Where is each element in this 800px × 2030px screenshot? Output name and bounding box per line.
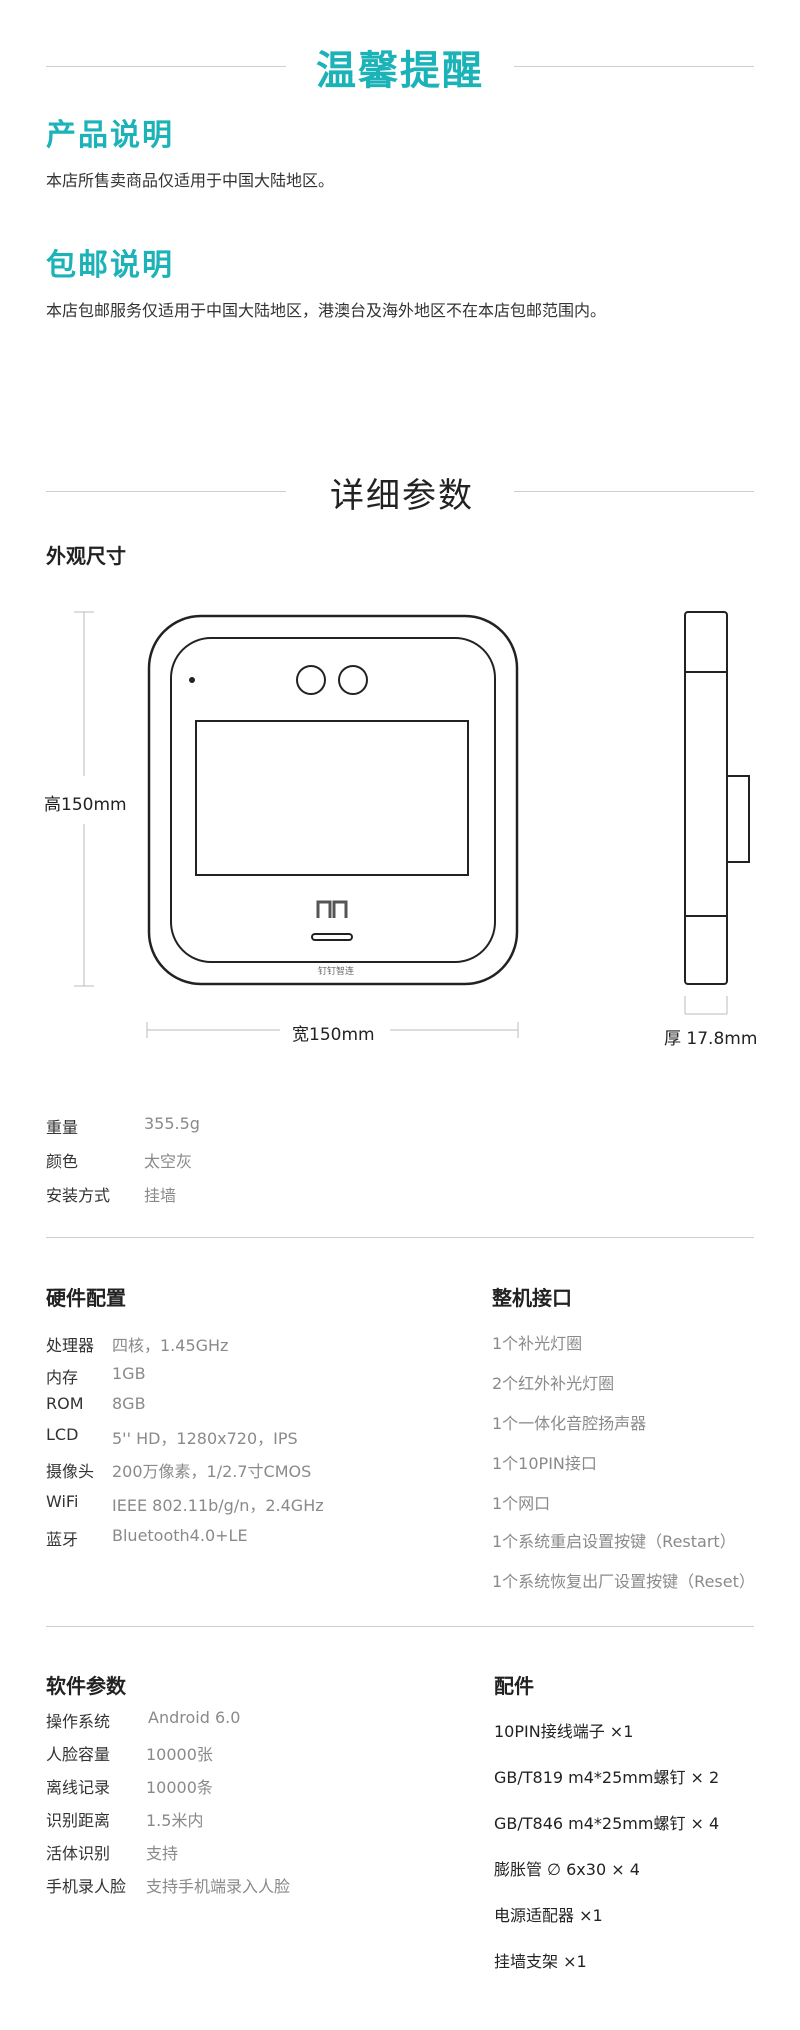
list-item: 10PIN接线端子 ×1 bbox=[494, 1722, 634, 1741]
list-item: GB/T846 m4*25mm螺钉 × 4 bbox=[494, 1814, 720, 1833]
software-value: 10000条 bbox=[146, 1778, 213, 1797]
software-label: 操作系统 bbox=[46, 1712, 111, 1731]
divider-1 bbox=[46, 1237, 754, 1238]
list-item: 2个红外补光灯圈 bbox=[492, 1374, 615, 1393]
software-value: 支持 bbox=[146, 1844, 179, 1863]
shipping-text: 本店包邮服务仅适用于中国大陆地区，港澳台及海外地区不在本店包邮范围内。 bbox=[46, 301, 607, 320]
basic-label: 颜色 bbox=[46, 1152, 79, 1171]
hardware-value: 200万像素，1/2.7寸CMOS bbox=[112, 1462, 312, 1481]
hardware-label: ROM bbox=[46, 1394, 84, 1413]
list-item: 挂墙支架 ×1 bbox=[494, 1952, 587, 1971]
hardware-label: 处理器 bbox=[46, 1336, 95, 1355]
hardware-heading: 硬件配置 bbox=[46, 1286, 126, 1310]
params-rule-left bbox=[46, 491, 286, 492]
software-label: 人脸容量 bbox=[46, 1745, 111, 1764]
hardware-value: 四核，1.45GHz bbox=[112, 1336, 229, 1355]
thickness-label: 厚 17.8mm bbox=[664, 1029, 758, 1049]
list-item: 1个补光灯圈 bbox=[492, 1334, 583, 1353]
hardware-value: Bluetooth4.0+LE bbox=[112, 1526, 248, 1545]
hardware-label: WiFi bbox=[46, 1492, 79, 1511]
brand-text: 钉钉智连 bbox=[318, 967, 355, 977]
hardware-value: 5'' HD，1280x720，IPS bbox=[112, 1429, 298, 1448]
accessories-heading: 配件 bbox=[494, 1674, 534, 1698]
hardware-value: 8GB bbox=[112, 1394, 146, 1413]
hardware-label: 摄像头 bbox=[46, 1462, 95, 1481]
params-title: 详细参数 bbox=[330, 476, 474, 516]
device-inner-frame bbox=[170, 637, 496, 963]
software-label: 识别距离 bbox=[46, 1811, 111, 1830]
software-label: 手机录人脸 bbox=[46, 1877, 127, 1896]
side-view-bracket bbox=[726, 775, 750, 863]
appearance-heading: 外观尺寸 bbox=[46, 544, 126, 568]
software-value: Android 6.0 bbox=[148, 1708, 241, 1727]
basic-value: 太空灰 bbox=[144, 1152, 193, 1171]
shipping-heading: 包邮说明 bbox=[46, 248, 174, 283]
basic-label: 安装方式 bbox=[46, 1186, 111, 1205]
device-logo bbox=[316, 900, 348, 918]
basic-value: 355.5g bbox=[144, 1114, 200, 1133]
list-item: 1个网口 bbox=[492, 1494, 551, 1513]
side-view-body bbox=[684, 611, 728, 985]
device-outer-frame bbox=[147, 614, 519, 986]
software-label: 离线记录 bbox=[46, 1778, 111, 1797]
width-label: 宽150mm bbox=[292, 1025, 375, 1045]
list-item: 膨胀管 ∅ 6x30 × 4 bbox=[494, 1860, 640, 1879]
list-item: 电源适配器 ×1 bbox=[494, 1906, 603, 1925]
basic-label: 重量 bbox=[46, 1118, 79, 1137]
software-label: 活体识别 bbox=[46, 1844, 111, 1863]
notice-rule-left bbox=[46, 66, 286, 67]
divider-2 bbox=[46, 1626, 754, 1627]
list-item: 1个一体化音腔扬声器 bbox=[492, 1414, 647, 1433]
software-value: 支持手机端录入人脸 bbox=[146, 1877, 291, 1896]
basic-value: 挂墙 bbox=[144, 1186, 177, 1205]
software-value: 1.5米内 bbox=[146, 1811, 204, 1830]
hardware-label: 内存 bbox=[46, 1368, 79, 1387]
device-button bbox=[311, 933, 353, 941]
list-item: GB/T819 m4*25mm螺钉 × 2 bbox=[494, 1768, 720, 1787]
list-item: 1个系统恢复出厂设置按键（Reset） bbox=[492, 1572, 755, 1591]
notice-rule-right bbox=[514, 66, 754, 67]
camera-right bbox=[338, 665, 368, 695]
height-label: 高150mm bbox=[44, 795, 127, 815]
software-heading: 软件参数 bbox=[46, 1674, 126, 1698]
device-screen bbox=[195, 720, 469, 876]
hardware-label: LCD bbox=[46, 1425, 79, 1444]
sensor-dot bbox=[189, 677, 195, 683]
software-value: 10000张 bbox=[146, 1745, 213, 1764]
hardware-value: IEEE 802.11b/g/n，2.4GHz bbox=[112, 1496, 324, 1515]
device-drawing bbox=[74, 611, 750, 1038]
params-rule-right bbox=[514, 491, 754, 492]
hardware-value: 1GB bbox=[112, 1364, 146, 1383]
camera-left bbox=[296, 665, 326, 695]
notice-title: 温馨提醒 bbox=[316, 48, 484, 94]
interfaces-heading: 整机接口 bbox=[492, 1286, 572, 1310]
product-heading: 产品说明 bbox=[46, 118, 174, 153]
hardware-label: 蓝牙 bbox=[46, 1530, 79, 1549]
product-text: 本店所售卖商品仅适用于中国大陆地区。 bbox=[46, 171, 335, 190]
list-item: 1个系统重启设置按键（Restart） bbox=[492, 1532, 736, 1551]
list-item: 1个10PIN接口 bbox=[492, 1454, 597, 1473]
